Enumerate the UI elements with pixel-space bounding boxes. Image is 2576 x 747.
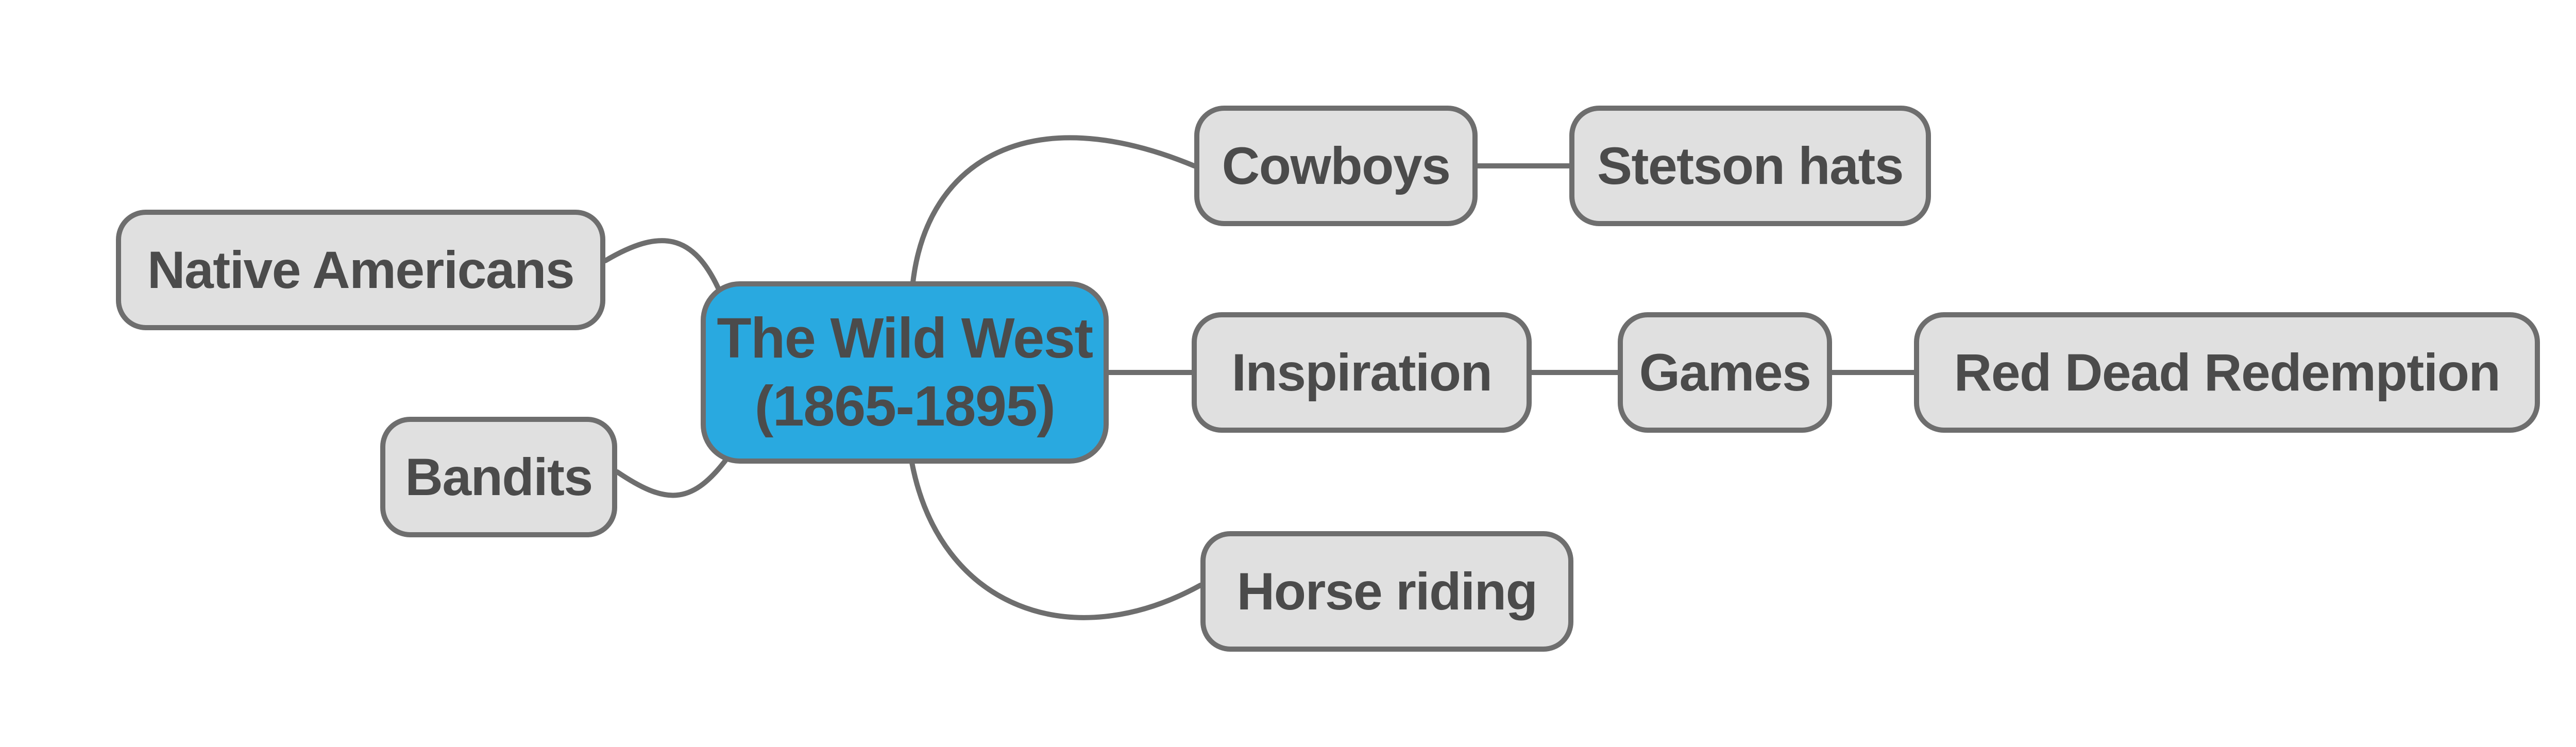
root-label-line-2: (1865-1895) [754,375,1056,438]
node-label: Cowboys [1222,136,1451,195]
node-inspiration[interactable]: Inspiration [1192,312,1532,433]
node-label: Inspiration [1231,343,1493,402]
node-the-wild-west-root[interactable]: The Wild West (1865-1895) [701,281,1109,464]
edge-native-americans-root [603,238,723,295]
edge-root-horse-riding [909,460,1203,620]
node-red-dead-redemption[interactable]: Red Dead Redemption [1914,312,2540,433]
node-stetson-hats[interactable]: Stetson hats [1569,106,1931,226]
root-label-line-1: The Wild West [717,307,1093,370]
node-bandits[interactable]: Bandits [380,417,617,537]
node-label: Horse riding [1236,562,1538,621]
node-native-americans[interactable]: Native Americans [116,210,605,330]
edge-bandits-root [615,458,728,498]
node-cowboys[interactable]: Cowboys [1194,106,1478,226]
node-label: Games [1639,343,1811,402]
node-label: Stetson hats [1597,136,1904,195]
node-games[interactable]: Games [1618,312,1832,433]
node-horse-riding[interactable]: Horse riding [1200,531,1573,652]
node-label: Bandits [405,447,593,506]
edge-root-cowboys [910,135,1197,285]
node-label: Native Americans [147,240,575,299]
node-label: Red Dead Redemption [1954,343,2501,402]
